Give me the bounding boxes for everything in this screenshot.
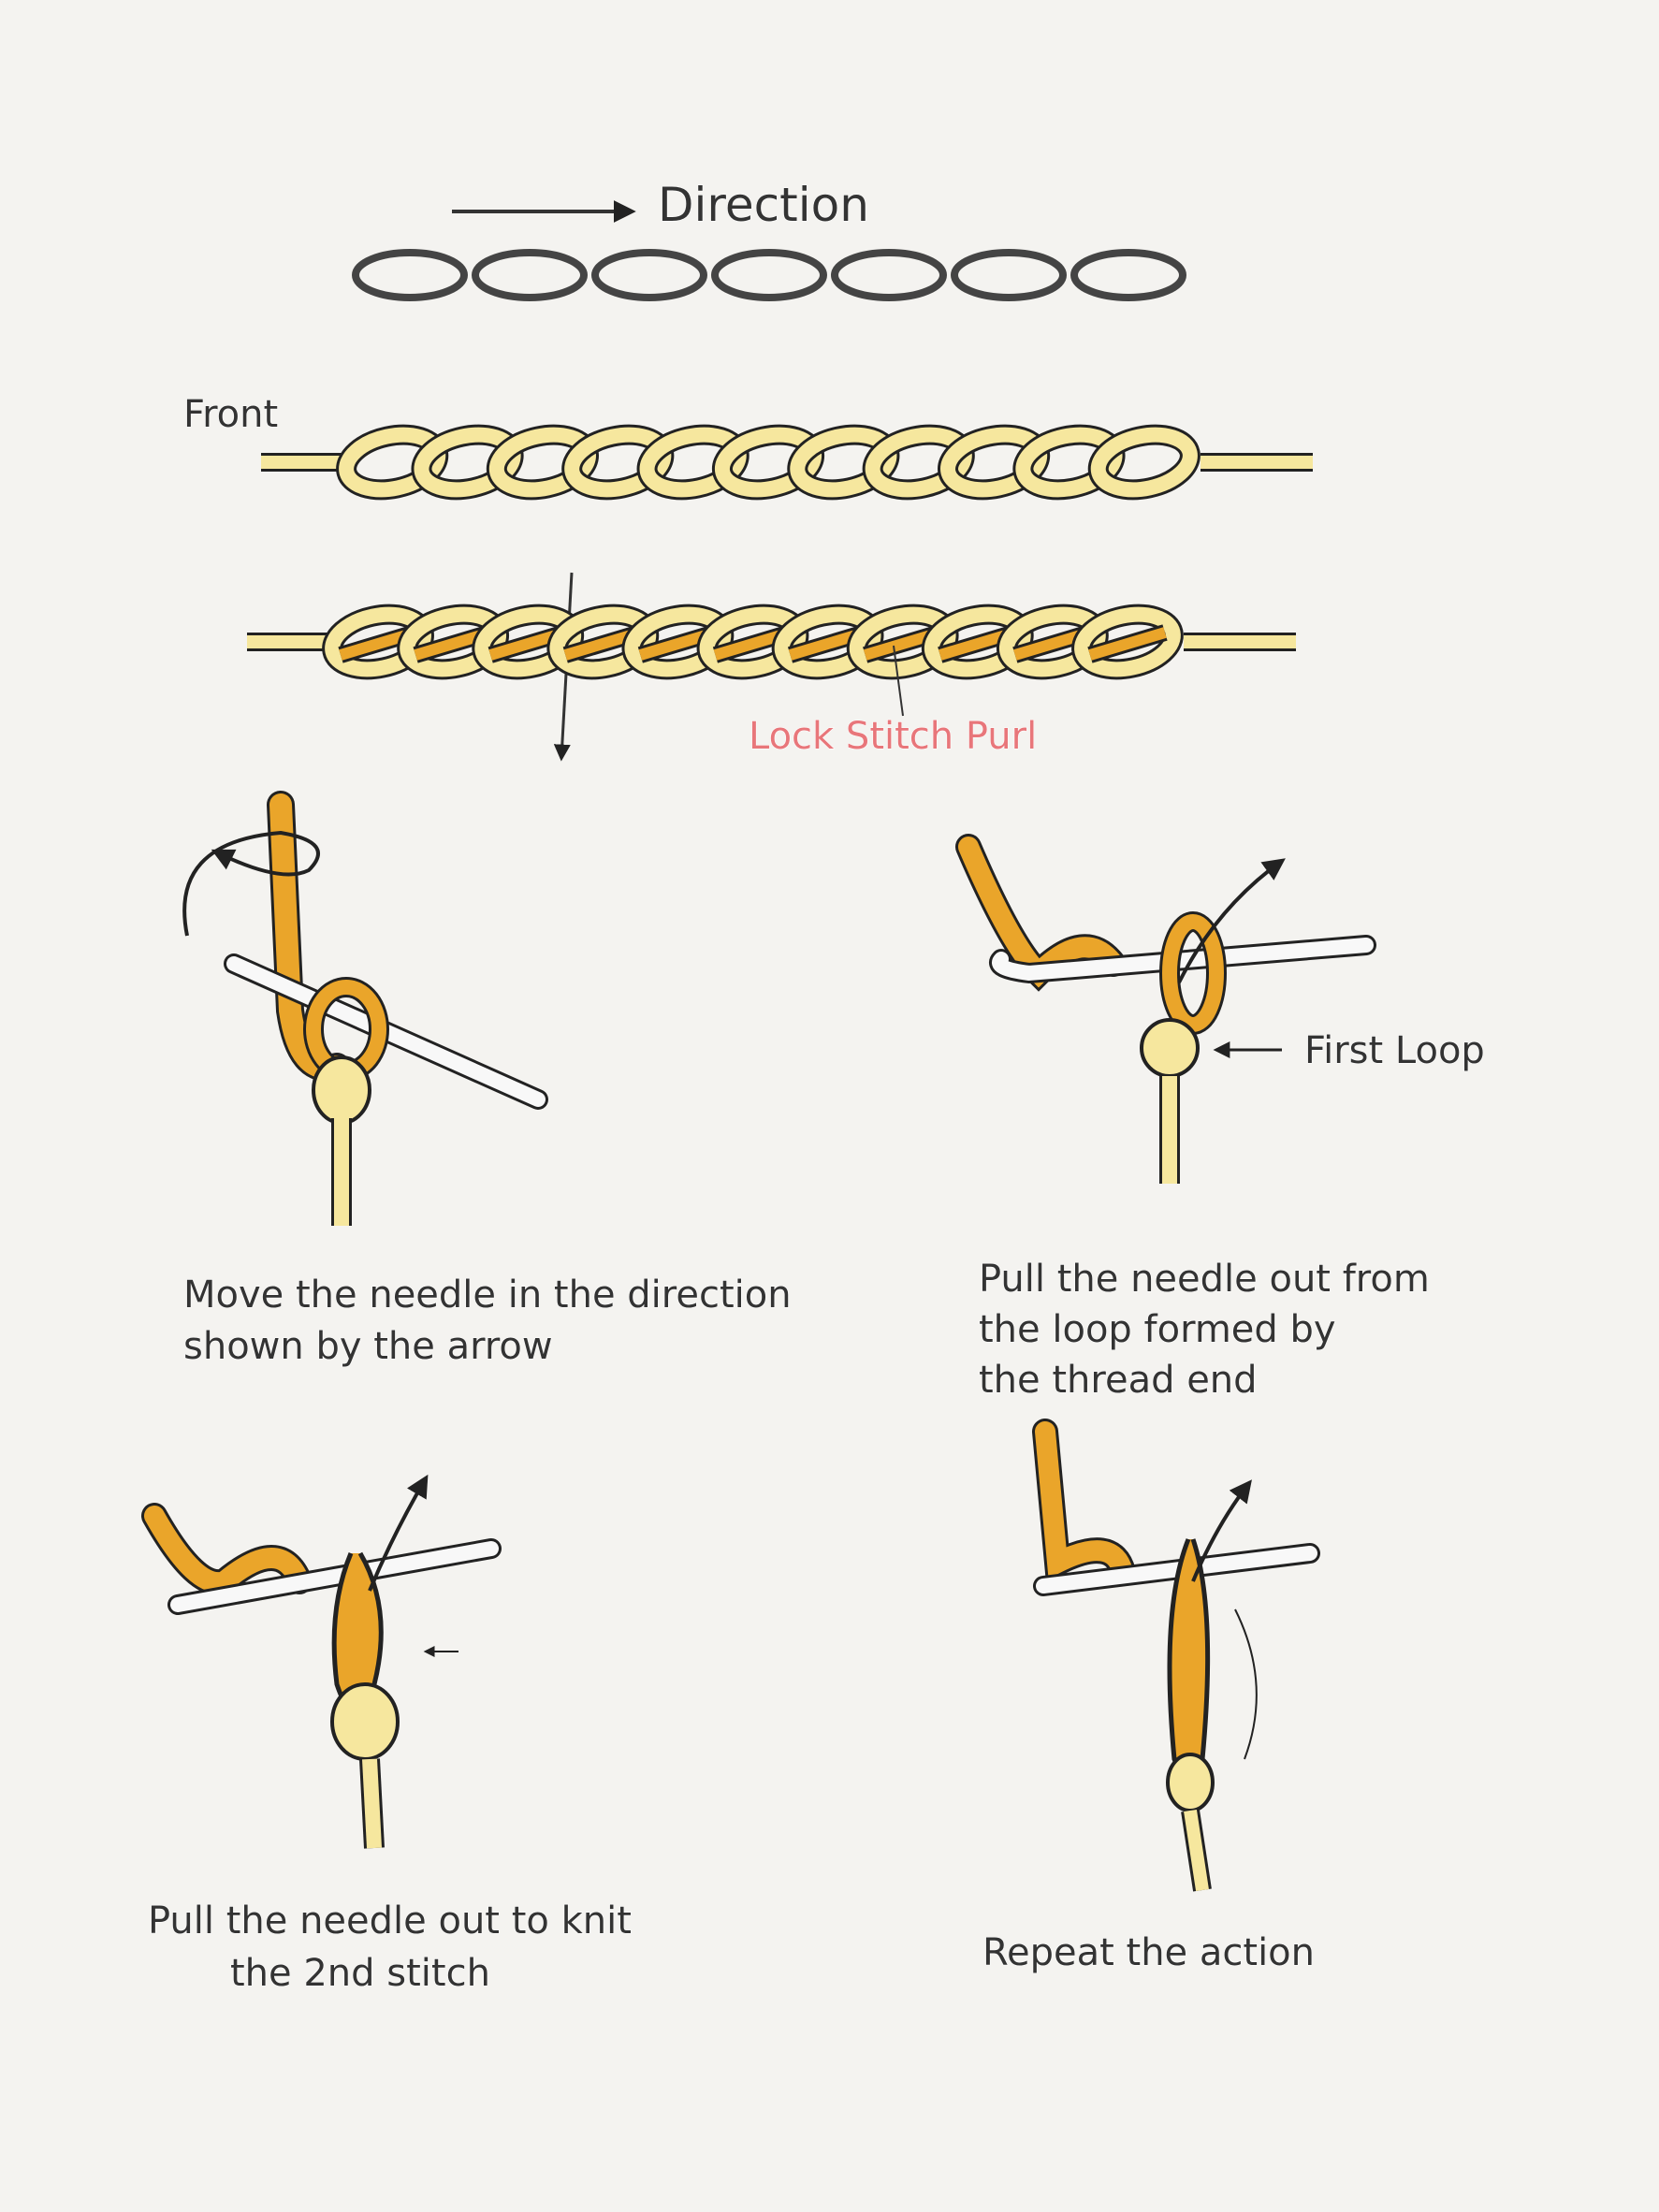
front-chain-illustration	[261, 424, 1313, 501]
step-1-illustration	[182, 791, 548, 1226]
chain-loop-fill	[1074, 606, 1181, 677]
lock-stitch-purl-label: Lock Stitch Purl	[749, 715, 1037, 758]
back-chain-illustration	[247, 604, 1296, 680]
step-2-line-2: the loop formed by	[979, 1308, 1336, 1351]
chain-oval-icon	[831, 249, 947, 301]
pull-arrow-icon	[1191, 1479, 1252, 1582]
rotate-arrow-icon	[182, 830, 320, 937]
purl-strand-fill	[1088, 627, 1167, 661]
front-label: Front	[183, 393, 278, 436]
step-3-line-2: the 2nd stitch	[230, 1952, 490, 1995]
step-1-line-2: shown by the arrow	[183, 1325, 553, 1368]
chain-oval-icon	[951, 249, 1067, 301]
chain-oval-icon	[1070, 249, 1186, 301]
chain-oval-icon	[711, 249, 827, 301]
step-2-line-1: Pull the needle out from	[979, 1258, 1430, 1301]
direction-header: Direction	[452, 178, 869, 233]
step-2-line-3: the thread end	[979, 1359, 1258, 1402]
step-3-line-1: Pull the needle out to knit	[148, 1899, 632, 1943]
chain-oval-icon	[591, 249, 707, 301]
chain-symbol-ovals	[352, 249, 1186, 301]
chain-loop-fill	[1090, 427, 1198, 498]
step-2-illustration	[955, 834, 1376, 1184]
direction-label: Direction	[658, 178, 869, 232]
pull-arrow-icon	[368, 1474, 429, 1592]
first-loop-label: First Loop	[1304, 1029, 1485, 1072]
chain-oval-icon	[472, 249, 588, 301]
step-4-line-1: Repeat the action	[982, 1931, 1315, 1974]
chain-oval-icon	[352, 249, 468, 301]
step-4-illustration	[1032, 1419, 1320, 1892]
leader-line	[893, 645, 904, 717]
pull-arrow-icon	[1177, 858, 1286, 983]
step-3-illustration	[141, 1474, 502, 1849]
step-1-line-1: Move the needle in the direction	[183, 1273, 792, 1317]
